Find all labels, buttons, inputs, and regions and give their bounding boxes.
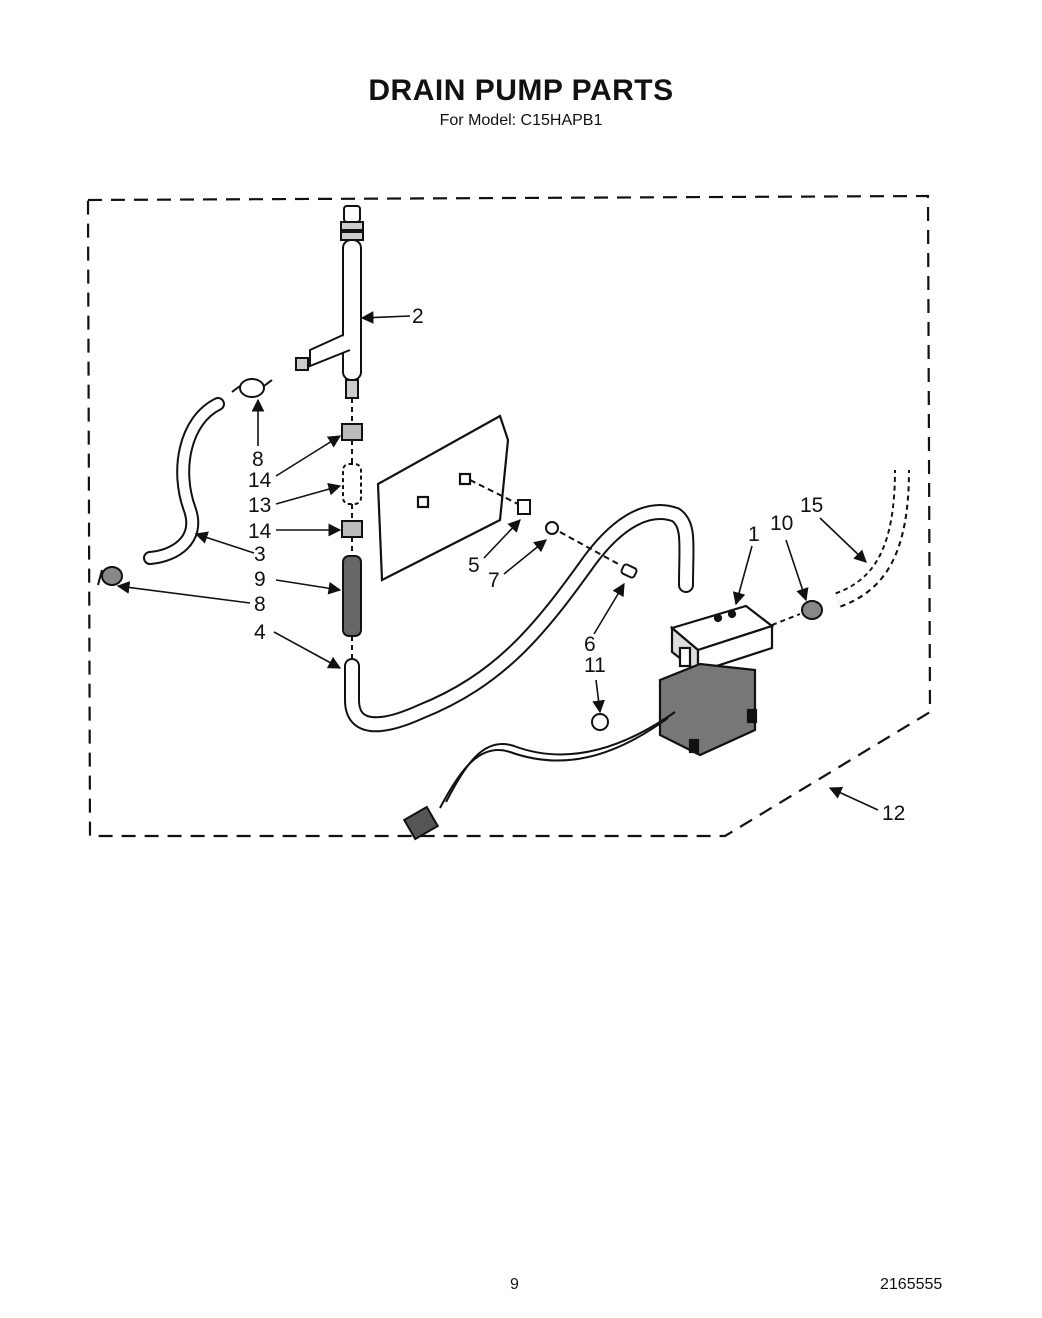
callout-10: 10 bbox=[770, 512, 793, 535]
page-number: 9 bbox=[510, 1276, 519, 1293]
callout-8-lower: 8 bbox=[254, 593, 266, 616]
kit-boundary bbox=[86, 194, 932, 838]
callout-7: 7 bbox=[488, 569, 500, 592]
callout-labels: 2 8 14 13 14 3 9 8 4 5 7 6 11 1 10 15 12 bbox=[248, 305, 905, 825]
document-number: 2165555 bbox=[880, 1276, 943, 1293]
callout-15: 15 bbox=[800, 494, 823, 517]
callout-4: 4 bbox=[254, 621, 266, 644]
callout-2: 2 bbox=[412, 305, 424, 328]
pump-housing bbox=[658, 604, 775, 757]
callout-6: 6 bbox=[584, 633, 596, 656]
hose-clamp-upper bbox=[231, 378, 273, 398]
callout-11: 11 bbox=[584, 654, 606, 677]
drain-tube-tee bbox=[295, 205, 364, 399]
callout-9: 9 bbox=[254, 568, 266, 591]
fasteners bbox=[469, 479, 638, 731]
callout-5: 5 bbox=[468, 554, 480, 577]
mounting-plate bbox=[376, 414, 510, 582]
callout-3: 3 bbox=[254, 543, 266, 566]
model-subtitle: For Model: C15HAPB1 bbox=[439, 112, 603, 129]
callout-14-upper: 14 bbox=[248, 469, 272, 492]
callout-13: 13 bbox=[248, 494, 271, 517]
callout-12: 12 bbox=[882, 802, 905, 825]
callout-8-upper: 8 bbox=[252, 448, 264, 471]
callout-1: 1 bbox=[748, 523, 760, 546]
page-title: DRAIN PUMP PARTS bbox=[368, 74, 674, 107]
hose-clamp-lower bbox=[97, 566, 123, 586]
callout-14-lower: 14 bbox=[248, 520, 272, 543]
outlet-clamp bbox=[771, 600, 823, 626]
power-cord bbox=[402, 711, 676, 841]
leader-lines bbox=[116, 311, 879, 811]
coupling-column bbox=[341, 398, 363, 664]
